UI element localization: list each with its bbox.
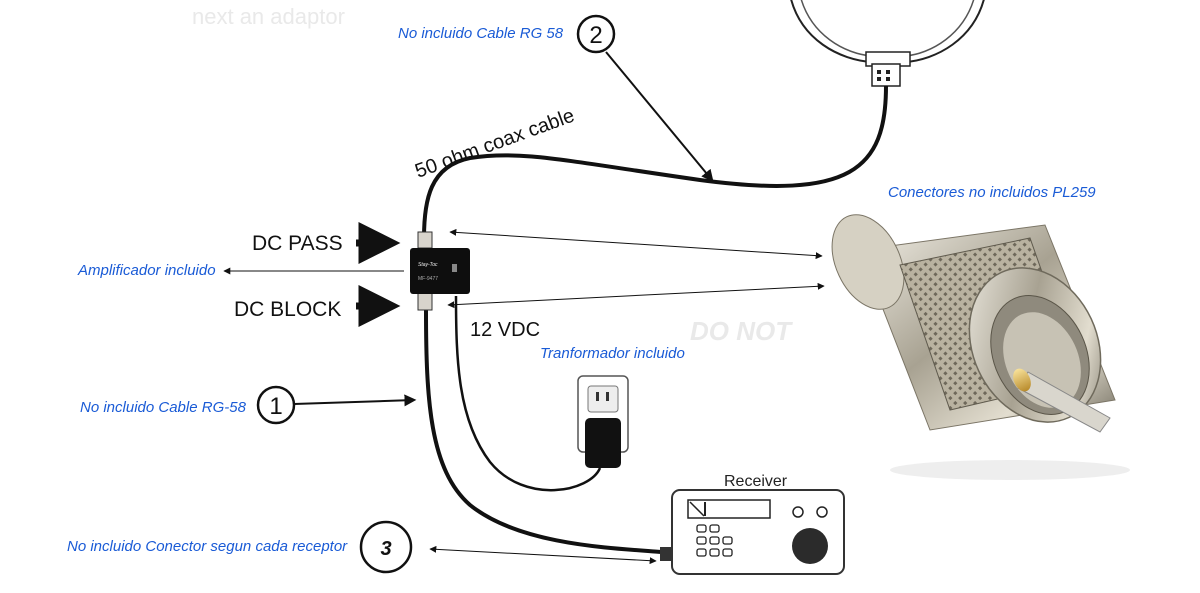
cable-bottom-annotation: No incluido Cable RG-58 — [80, 399, 247, 416]
receiver-label: Receiver — [724, 473, 788, 490]
connector-arrow-top — [449, 228, 823, 260]
vdc-label: 12 VDC — [470, 319, 540, 341]
svg-text:2: 2 — [589, 22, 602, 49]
coax-label: 50 ohm coax cable — [412, 105, 577, 183]
ghost-text-adaptor: next an adaptor — [192, 4, 345, 29]
amp-model: MF-9477 — [418, 276, 438, 282]
loop-antenna — [790, 0, 985, 87]
connectors-annotation: Conectores no incluidos PL259 — [888, 184, 1096, 201]
svg-text:1: 1 — [269, 393, 282, 420]
marker-3: 3 — [359, 520, 413, 574]
ghost-text-do-not: DO NOT — [690, 316, 793, 346]
receiver-connector-annotation: No incluido Conector segun cada receptor — [67, 538, 348, 555]
amp-brand: Stay-Toc — [418, 262, 438, 268]
marker-2-arrow — [605, 51, 714, 182]
wall-outlet — [577, 375, 629, 468]
svg-text:3: 3 — [380, 538, 391, 560]
receiver-unit — [660, 489, 845, 575]
amplifier-box: Stay-Toc MF-9477 — [410, 231, 470, 311]
marker-2: 2 — [576, 14, 616, 54]
marker-1: 1 — [256, 385, 296, 425]
transformer-annotation: Tranformador incluido — [540, 345, 685, 362]
pl259-connector-image — [831, 214, 1130, 480]
cable-top-annotation: No incluido Cable RG 58 — [398, 25, 564, 42]
receiver-connector-arrow — [429, 545, 657, 565]
connector-arrow-bottom — [447, 282, 825, 309]
dc-pass-label: DC PASS — [252, 232, 343, 255]
marker-1-arrow — [293, 394, 417, 407]
power-cable — [454, 295, 602, 492]
amplifier-annotation: Amplificador incluido — [77, 262, 216, 279]
coax-cable-upper — [422, 85, 888, 239]
dc-block-label: DC BLOCK — [234, 298, 341, 321]
